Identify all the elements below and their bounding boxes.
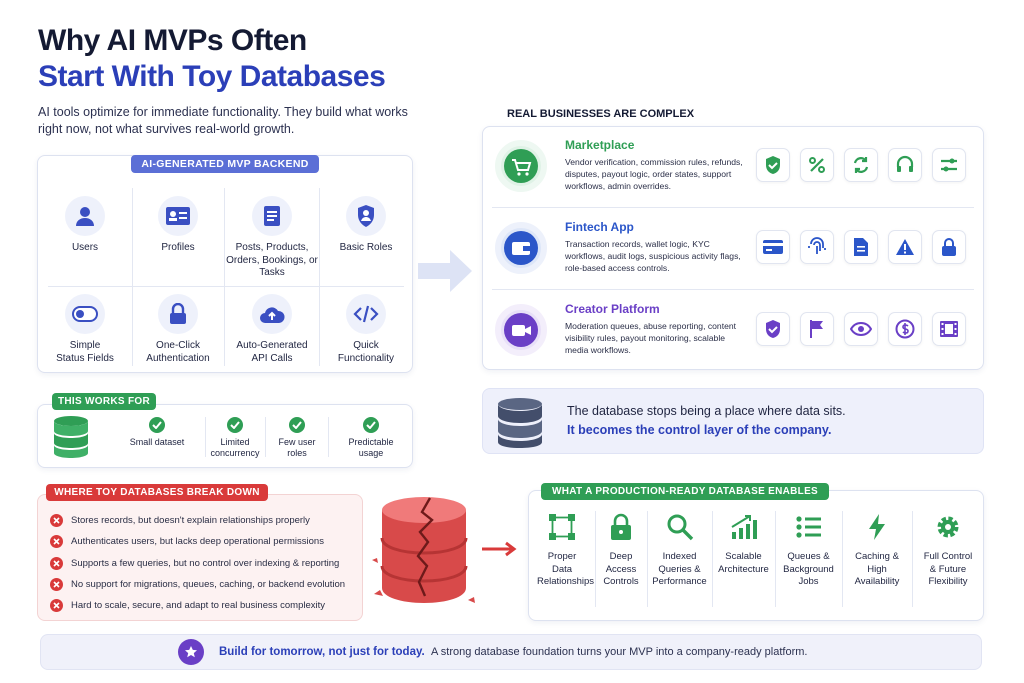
shield-check-icon bbox=[756, 312, 790, 346]
works-for-roles: Few user roles bbox=[266, 417, 328, 459]
eye-icon bbox=[844, 312, 878, 346]
check-icon bbox=[227, 417, 243, 433]
enables-queues: Queues & Background Jobs bbox=[776, 509, 841, 589]
break-down-item: Hard to scale, secure, and adapt to real… bbox=[50, 598, 325, 612]
break-down-item: Authenticates users, but lacks deep oper… bbox=[50, 534, 324, 548]
toggle-icon bbox=[65, 294, 105, 334]
works-for-label: THIS WORKS FOR bbox=[52, 393, 156, 410]
business-fintech: Fintech App Transaction records, wallet … bbox=[483, 208, 983, 288]
break-down-item: Stores records, but doesn't explain rela… bbox=[50, 513, 310, 527]
break-down-card: WHERE TOY DATABASES BREAK DOWN bbox=[37, 484, 363, 621]
x-icon bbox=[50, 556, 63, 570]
enables-caching: Caching & High Availability bbox=[843, 509, 911, 589]
star-icon bbox=[178, 639, 204, 665]
works-for-card: THIS WORKS FOR Small dataset Limited con… bbox=[37, 393, 413, 468]
backend-label: AI-GENERATED MVP BACKEND bbox=[131, 155, 319, 173]
x-icon bbox=[50, 534, 63, 548]
sliders-icon bbox=[932, 148, 966, 182]
warning-icon bbox=[888, 230, 922, 264]
flag-icon bbox=[800, 312, 834, 346]
headset-icon bbox=[888, 148, 922, 182]
footer-headline: Build for tomorrow, not just for today. bbox=[219, 646, 425, 658]
user-icon bbox=[65, 196, 105, 236]
growth-chart-icon bbox=[713, 509, 774, 545]
backend-item-profiles: Profiles bbox=[134, 196, 222, 255]
percent-icon bbox=[800, 148, 834, 182]
footer-text: A strong database foundation turns your … bbox=[431, 646, 808, 658]
lock-icon bbox=[158, 294, 198, 334]
works-for-small-dataset: Small dataset bbox=[110, 417, 204, 448]
enables-indexing: Indexed Queries & Performance bbox=[648, 509, 711, 589]
file-icon bbox=[844, 230, 878, 264]
id-card-icon bbox=[158, 196, 198, 236]
backend-item-api: Auto-Generated API Calls bbox=[226, 294, 318, 365]
list-icon bbox=[776, 509, 841, 545]
works-for-concurrency: Limited concurrency bbox=[206, 417, 264, 459]
x-icon bbox=[50, 513, 63, 527]
gear-icon bbox=[913, 509, 983, 545]
check-icon bbox=[363, 417, 379, 433]
refresh-icon bbox=[844, 148, 878, 182]
cloud-upload-icon bbox=[252, 294, 292, 334]
backend-item-users: Users bbox=[40, 196, 130, 255]
enables-access: Deep Access Controls bbox=[596, 509, 646, 589]
check-icon bbox=[289, 417, 305, 433]
backend-item-status: Simple Status Fields bbox=[40, 294, 130, 365]
fingerprint-icon bbox=[800, 230, 834, 264]
arrow-right-icon bbox=[482, 540, 520, 563]
shield-user-icon bbox=[346, 196, 386, 236]
backend-item-auth: One-Click Authentication bbox=[134, 294, 222, 365]
control-layer-card: The database stops being a place where d… bbox=[482, 388, 984, 454]
credit-card-icon bbox=[756, 230, 790, 264]
x-icon bbox=[50, 577, 63, 591]
flow-arrow-icon bbox=[418, 248, 474, 299]
search-icon bbox=[648, 509, 711, 545]
backend-item-roles: Basic Roles bbox=[321, 196, 411, 255]
backend-card: AI-GENERATED MVP BACKEND Users Profiles … bbox=[37, 155, 413, 373]
works-for-usage: Predictable usage bbox=[329, 417, 413, 459]
lock-icon bbox=[596, 509, 646, 545]
enables-label: WHAT A PRODUCTION-READY DATABASE ENABLES bbox=[541, 483, 829, 500]
database-icon bbox=[495, 397, 545, 454]
page-subtitle: AI tools optimize for immediate function… bbox=[38, 105, 408, 136]
x-icon bbox=[50, 598, 63, 612]
break-down-item: Supports a few queries, but no control o… bbox=[50, 556, 339, 570]
break-down-label: WHERE TOY DATABASES BREAK DOWN bbox=[46, 484, 268, 501]
document-icon bbox=[252, 196, 292, 236]
business-marketplace: Marketplace Vendor verification, commiss… bbox=[483, 126, 983, 206]
enables-control: Full Control & Future Flexibility bbox=[913, 509, 983, 589]
page-title-highlight: Start With Toy Databases bbox=[38, 60, 386, 93]
backend-item-records: Posts, Products, Orders, Bookings, or Ta… bbox=[226, 196, 318, 280]
dollar-icon bbox=[888, 312, 922, 346]
complex-label: REAL BUSINESSES ARE COMPLEX bbox=[503, 106, 699, 122]
database-icon bbox=[52, 415, 90, 464]
business-creator: Creator Platform Moderation queues, abus… bbox=[483, 290, 983, 370]
code-icon bbox=[346, 294, 386, 334]
bolt-icon bbox=[843, 509, 911, 545]
nodes-icon bbox=[531, 509, 593, 545]
enables-relationships: Proper Data Relationships bbox=[531, 509, 594, 589]
shield-check-icon bbox=[756, 148, 790, 182]
footer-banner: Build for tomorrow, not just for today. … bbox=[40, 634, 982, 670]
control-line-2: It becomes the control layer of the comp… bbox=[567, 423, 832, 437]
backend-item-quick: Quick Functionality bbox=[321, 294, 411, 365]
enables-scalable: Scalable Architecture bbox=[713, 509, 774, 576]
check-icon bbox=[149, 417, 165, 433]
page-title: Why AI MVPs Often bbox=[38, 24, 307, 57]
film-icon bbox=[932, 312, 966, 346]
enables-card: WHAT A PRODUCTION-READY DATABASE ENABLES… bbox=[528, 483, 984, 621]
break-down-item: No support for migrations, queues, cachi… bbox=[50, 577, 345, 591]
lock-icon bbox=[932, 230, 966, 264]
control-line-1: The database stops being a place where d… bbox=[567, 404, 846, 418]
broken-database-illustration bbox=[370, 490, 480, 620]
